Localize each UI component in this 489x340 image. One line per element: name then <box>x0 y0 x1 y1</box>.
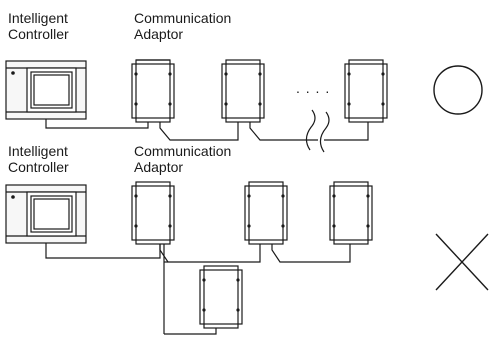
bottom-adaptor-label-line1: Communication <box>134 143 232 159</box>
top-intelligent-controller <box>5 60 87 120</box>
bottom-controller-label-line1: Intelligent <box>8 143 68 159</box>
correct-circle-mark <box>433 65 483 115</box>
bottom-adaptor-label: Communication Adaptor <box>134 143 231 175</box>
top-adaptor-2 <box>221 59 265 123</box>
bottom-intelligent-controller <box>5 184 87 244</box>
top-adaptor-3 <box>344 59 388 123</box>
top-adaptor-1 <box>131 59 175 123</box>
top-controller-label: Intelligent Controller <box>8 10 69 42</box>
top-controller-label-line2: Controller <box>8 26 69 42</box>
incorrect-cross-mark <box>435 233 489 291</box>
top-adaptor-label-line2: Adaptor <box>134 26 184 42</box>
top-adaptor-label: Communication Adaptor <box>134 10 231 42</box>
top-controller-label-line1: Intelligent <box>8 10 68 26</box>
bottom-controller-label: Intelligent Controller <box>8 143 69 175</box>
bottom-wiring <box>45 243 351 335</box>
bottom-controller-label-line2: Controller <box>8 159 69 175</box>
bottom-adaptor-label-line2: Adaptor <box>134 159 184 175</box>
top-adaptor-label-line1: Communication <box>134 10 232 26</box>
bottom-adaptor-1 <box>131 181 175 245</box>
top-ellipsis: . . . . <box>296 80 331 96</box>
bottom-adaptor-branch <box>199 265 243 329</box>
top-wiring <box>45 109 369 153</box>
bottom-adaptor-3 <box>329 181 373 245</box>
bottom-adaptor-2 <box>244 181 288 245</box>
